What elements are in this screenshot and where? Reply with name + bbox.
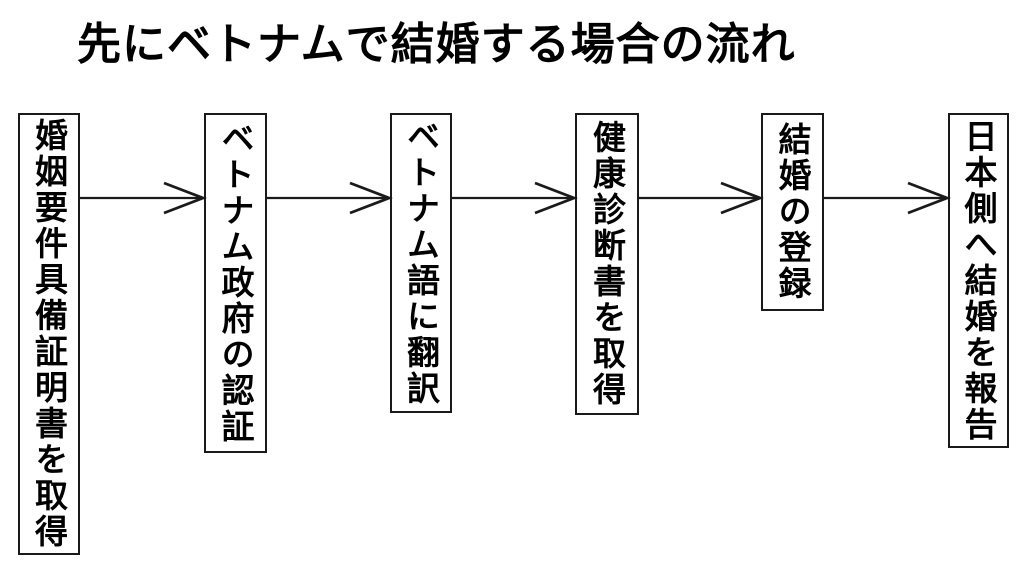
arrow-right-icon	[80, 181, 207, 215]
arrow-right-icon	[639, 181, 764, 215]
page-title: 先にベトナムで結婚する場合の流れ	[77, 20, 796, 69]
step-marriage-registration: 結婚の登録	[761, 113, 824, 311]
arrow-right-icon	[267, 181, 393, 215]
step-label: 結婚の登録	[774, 122, 811, 302]
step-certificate-of-eligibility: 婚姻要件具備証明書を取得	[18, 113, 80, 555]
arrow-right-icon	[824, 181, 951, 215]
step-health-certificate: 健康診断書を取得	[575, 113, 639, 415]
step-label: 日本側へ結婚を報告	[960, 118, 997, 443]
step-vietnamese-translation: ベトナム語に翻訳	[390, 113, 452, 413]
step-label: ベトナム語に翻訳	[402, 119, 440, 407]
step-label: 健康診断書を取得	[588, 120, 626, 408]
step-vietnam-government-certification: ベトナム政府の認証	[204, 113, 267, 453]
step-report-to-japan: 日本側へ結婚を報告	[948, 113, 1009, 448]
step-label: 婚姻要件具備証明書を取得	[30, 118, 68, 550]
arrow-right-icon	[452, 181, 578, 215]
step-label: ベトナム政府の認証	[217, 121, 254, 445]
